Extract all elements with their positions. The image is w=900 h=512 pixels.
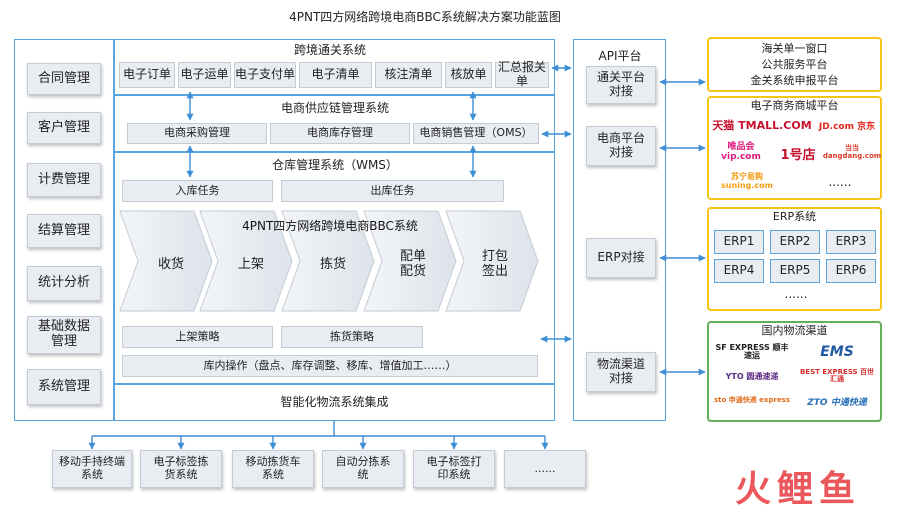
zto-logo: ZTO 中通快递 bbox=[807, 397, 867, 408]
api-title: API平台 bbox=[598, 48, 642, 63]
pick-strategy[interactable]: 拣货策略 bbox=[281, 326, 423, 348]
courier-title: 国内物流渠道 bbox=[761, 323, 828, 337]
bottom-system-e-label-pick[interactable]: 电子标签拣货系统 bbox=[140, 450, 222, 488]
customs-title: 跨境通关系统 bbox=[293, 42, 366, 57]
suning-logo: 苏宁易购 suning.com bbox=[721, 172, 773, 190]
brand-watermark: 火鲤鱼 bbox=[735, 469, 862, 510]
erp-2[interactable]: ERP2 bbox=[770, 230, 820, 254]
module-system[interactable]: 系统管理 bbox=[27, 369, 101, 405]
sf-express-logo: SF EXPRESS 顺丰速运 bbox=[715, 342, 789, 360]
jd-logo: JD.com 京东 bbox=[818, 121, 876, 132]
sto-logo: sto 申通快递 express bbox=[713, 396, 790, 405]
erp-5[interactable]: ERP5 bbox=[770, 259, 820, 283]
step-assemble: 配单配货 bbox=[399, 249, 426, 279]
best-express-logo: BEST EXPRESS 百世汇通 bbox=[799, 367, 875, 383]
ecommerce-more: ...... bbox=[828, 175, 852, 190]
erp-3[interactable]: ERP3 bbox=[826, 230, 876, 254]
supply-item-sales[interactable]: 电商销售管理（OMS） bbox=[413, 123, 539, 144]
customs-item-release[interactable]: 核放单 bbox=[445, 62, 492, 88]
customs-window-1: 海关单一窗口 bbox=[761, 41, 828, 55]
api-customs-platform[interactable]: 通关平台对接 bbox=[586, 66, 656, 104]
module-basic-data[interactable]: 基础数据管理 bbox=[27, 316, 101, 354]
step-pack: 打包签出 bbox=[481, 249, 508, 279]
supply-item-purchase[interactable]: 电商采购管理 bbox=[127, 123, 267, 144]
logistics-integration[interactable]: 智能化物流系统集成 bbox=[114, 384, 555, 421]
dangdang-logo: 当当 dangdang.com bbox=[822, 144, 882, 160]
customs-item-summary[interactable]: 汇总报关单 bbox=[495, 60, 549, 88]
erp-6[interactable]: ERP6 bbox=[826, 259, 876, 283]
api-erp[interactable]: ERP对接 bbox=[586, 238, 656, 278]
customs-window-3: 金关系统申报平台 bbox=[750, 73, 839, 87]
bottom-system-more: ...... bbox=[504, 450, 586, 488]
ecommerce-title: 电子商务商城平台 bbox=[750, 98, 839, 112]
yto-logo: YTO 圆通速递 bbox=[725, 371, 779, 381]
inbound-task[interactable]: 入库任务 bbox=[122, 180, 273, 202]
step-receive: 收货 bbox=[157, 256, 184, 272]
page-title: 4PNT四方网络跨境电商BBC系统解决方案功能蓝图 bbox=[289, 10, 561, 25]
api-ecommerce-platform[interactable]: 电商平台对接 bbox=[586, 126, 656, 166]
module-customer[interactable]: 客户管理 bbox=[27, 112, 101, 144]
customs-item-payment[interactable]: 电子支付单 bbox=[234, 62, 296, 88]
step-assemble-shape[interactable] bbox=[363, 210, 457, 312]
step-putaway: 上架 bbox=[237, 256, 264, 272]
api-logistics-channel[interactable]: 物流渠道对接 bbox=[586, 352, 656, 392]
erp-title: ERP系统 bbox=[772, 209, 817, 223]
step-pick: 拣货 bbox=[319, 256, 346, 272]
tmall-logo: 天猫 TMALL.COM bbox=[712, 119, 812, 132]
erp-1[interactable]: ERP1 bbox=[714, 230, 764, 254]
customs-item-waybill[interactable]: 电子运单 bbox=[178, 62, 231, 88]
vip-logo: 唯品会 vip.com bbox=[721, 142, 761, 162]
bottom-system-mobile-cart[interactable]: 移动拣货车系统 bbox=[232, 450, 314, 488]
supply-item-inventory[interactable]: 电商库存管理 bbox=[270, 123, 410, 144]
customs-item-verify-list[interactable]: 核注清单 bbox=[375, 62, 442, 88]
erp-more: ...... bbox=[784, 287, 808, 302]
supply-title: 电商供应链管理系统 bbox=[280, 100, 389, 115]
customs-item-list[interactable]: 电子清单 bbox=[299, 62, 372, 88]
bottom-system-handheld[interactable]: 移动手持终端系统 bbox=[52, 450, 132, 488]
wms-title: 仓库管理系统（WMS） bbox=[272, 157, 398, 172]
module-statistics[interactable]: 统计分析 bbox=[27, 266, 101, 301]
customs-window-panel bbox=[707, 37, 882, 92]
step-pick-shape[interactable] bbox=[281, 210, 375, 312]
outbound-task[interactable]: 出库任务 bbox=[281, 180, 504, 202]
bottom-system-label-print[interactable]: 电子标签打印系统 bbox=[413, 450, 495, 488]
wms-watermark-text: 4PNT四方网络跨境电商BBC系统 bbox=[242, 219, 418, 234]
courier-panel bbox=[707, 321, 882, 422]
module-contract[interactable]: 合同管理 bbox=[27, 63, 101, 95]
ecommerce-panel bbox=[707, 96, 882, 200]
step-putaway-shape[interactable] bbox=[199, 210, 293, 312]
customs-window-2: 公共服务平台 bbox=[761, 57, 828, 71]
customs-item-order[interactable]: 电子订单 bbox=[119, 62, 175, 88]
step-pack-shape[interactable] bbox=[445, 210, 539, 312]
ems-logo: EMS bbox=[820, 344, 854, 360]
yhd-logo: 1号店 bbox=[780, 147, 816, 163]
module-settlement[interactable]: 结算管理 bbox=[27, 214, 101, 248]
step-receive-shape[interactable] bbox=[119, 210, 213, 312]
module-billing[interactable]: 计费管理 bbox=[27, 163, 101, 197]
erp-4[interactable]: ERP4 bbox=[714, 259, 764, 283]
bottom-system-auto-sort[interactable]: 自动分拣系统 bbox=[322, 450, 404, 488]
wms-process-chevrons bbox=[119, 210, 539, 312]
putaway-strategy[interactable]: 上架策略 bbox=[122, 326, 273, 348]
warehouse-operations[interactable]: 库内操作（盘点、库存调整、移库、增值加工……） bbox=[122, 355, 538, 377]
